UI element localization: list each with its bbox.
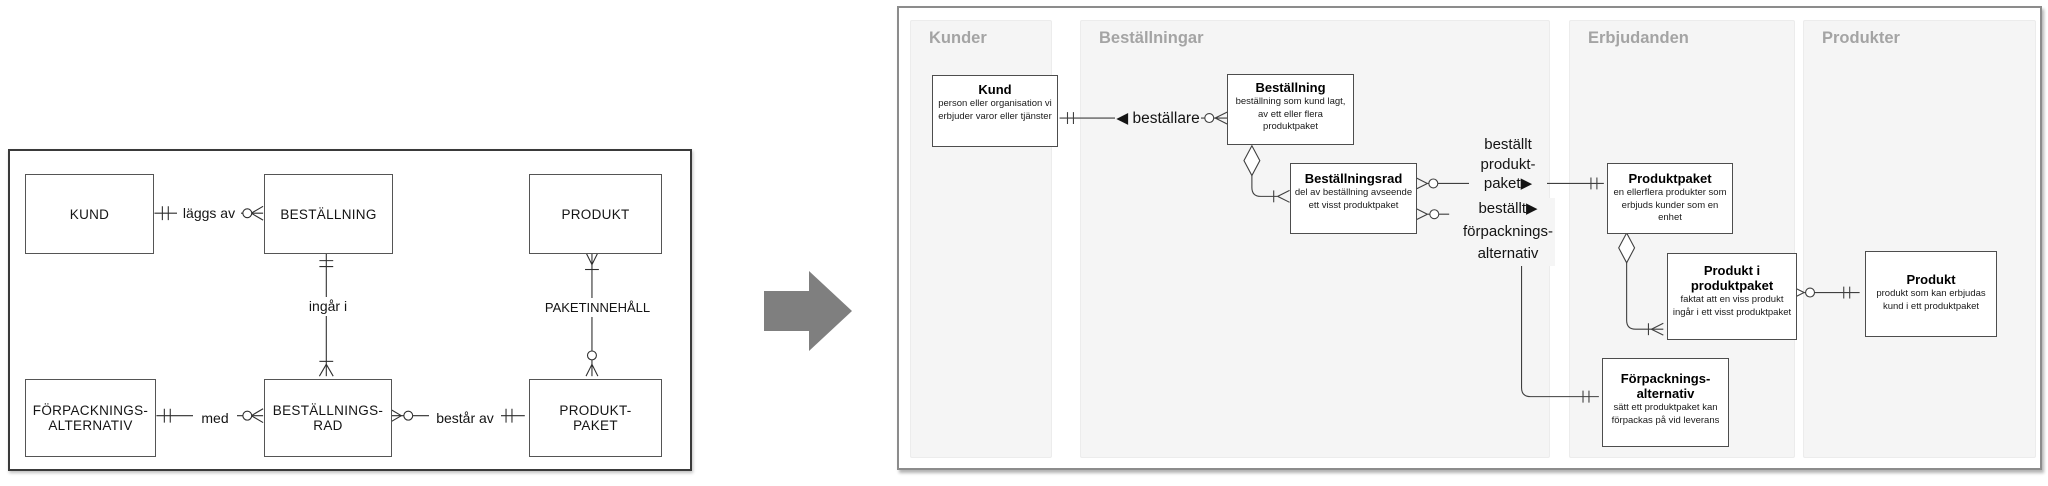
crowsfoot-notation [585,364,599,377]
entity-title: Beställningsrad [1304,171,1403,186]
relation-label-bestallare: ◀ beställare [1115,107,1201,131]
crowsfoot-notation [1277,189,1290,203]
entity-description: en ellerflera produkter som erbjuds kund… [1613,187,1727,223]
one-exactly-notation [1590,177,1598,190]
crowsfoot-notation [1651,322,1664,336]
zero-circle-notation [403,410,414,421]
relation-label-bestallt-forpackningsalternativ: beställt▶ förpacknings- alternativ [1461,198,1555,266]
entity-bestallningsrad: Beställningsrad del av beställning avsee… [1290,163,1417,234]
relation-label-laggs-av: läggs av [177,204,241,223]
lane-header: Kunder [929,29,987,47]
zero-circle-notation [586,350,597,361]
entity-title: Förpacknings- alternativ [1620,371,1711,401]
source-entity-produkt: PRODUKT [529,174,662,254]
crowsfoot-notation [1214,111,1228,125]
aggregation-diamond-icon [1618,231,1636,264]
entity-description: faktat att en viss produkt ingår i ett v… [1672,294,1792,318]
entity-produkt-i-produktpaket: Produkt i produktpaket faktat att en vis… [1667,253,1797,340]
source-entity-forpackningsalternativ: FÖRPACKNINGS- ALTERNATIV [25,379,156,457]
relation-line-bestallning-bestallningsrad [1243,144,1290,203]
entity-title: Produktpaket [1628,171,1712,186]
one-exactly-notation [319,260,334,268]
transform-arrow-icon [764,271,852,351]
source-connector-layer [154,205,599,424]
relation-label-paketinnehall: PAKETINNEHÅLL [537,298,658,317]
one-exactly-notation [1843,286,1851,299]
one-exactly-notation [161,206,169,221]
one-exactly-notation [163,408,171,423]
zero-circle-notation [1204,113,1215,124]
lane-header: Erbjudanden [1588,29,1689,47]
one-exactly-notation [1582,390,1590,403]
crowsfoot-notation [318,364,334,377]
one-exactly-notation [1066,112,1074,124]
crowsfoot-notation [1415,177,1428,190]
source-er-diagram: KUND BESTÄLLNING PRODUKT FÖRPACKNINGS- A… [8,149,692,471]
crowsfoot-notation [585,252,599,265]
entity-produkt: Produkt produkt som kan erbjudas kund i … [1865,251,1997,337]
entity-title: Produkt i produktpaket [1690,263,1774,293]
relation-line-produktiprodukt-produkt [1791,286,1860,299]
zero-circle-notation [242,410,253,421]
entity-description: produkt som kan erbjudas kund i ett prod… [1876,288,1986,312]
target-er-diagram: Kunder Beställningar Erbjudanden Produkt… [897,6,2042,470]
one-exactly-notation [505,408,513,423]
entity-title: Produkt [1906,272,1956,287]
entity-title: Beställning [1255,80,1326,95]
entity-description: del av beställning avseende ett visst pr… [1294,187,1413,211]
aggregation-diamond-icon [1243,144,1261,177]
zero-circle-notation [1428,178,1439,189]
entity-description: person eller organisation vi erbjuder va… [938,98,1052,122]
entity-kund: Kund person eller organisation vi erbjud… [932,75,1058,147]
entity-bestallning: Beställning beställning som kund lagt, a… [1227,74,1354,145]
source-entity-kund: KUND [25,174,154,254]
relation-line-produktpaket-produktiprodukt [1618,231,1664,336]
entity-description: beställning som kund lagt, av ett eller … [1235,96,1346,132]
entity-produktpaket: Produktpaket en ellerflera produkter som… [1607,163,1733,234]
lane-produkter: Produkter [1803,20,2036,458]
lane-header: Produkter [1822,29,1900,47]
crowsfoot-notation [250,408,264,424]
source-entity-bestallning: BESTÄLLNING [264,174,393,254]
relation-line-bestallt-forpackningsalternativ [1415,207,1599,403]
crowsfoot-notation [1415,207,1428,221]
entity-title: Kund [978,82,1012,97]
entity-description: sätt ett produktpaket kan förpackas på v… [1611,402,1720,426]
entity-forpackningsalternativ: Förpacknings- alternativ sätt ett produk… [1602,358,1729,447]
relation-label-bestallt-produktpaket: beställt produkt- paket▶ [1469,135,1547,194]
zero-circle-notation [1805,287,1816,298]
crowsfoot-notation [250,205,264,221]
source-entity-produktpaket: PRODUKT- PAKET [529,379,662,457]
lane-header: Beställningar [1099,29,1204,47]
relation-label-bestar-av: består av [429,409,501,428]
source-entity-bestallningsrad: BESTÄLLNINGS- RAD [264,379,392,457]
zero-circle-notation [1429,209,1440,220]
relation-label-ingar-i: ingår i [300,297,356,316]
zero-circle-notation [242,208,253,219]
relation-label-med: med [193,409,237,428]
